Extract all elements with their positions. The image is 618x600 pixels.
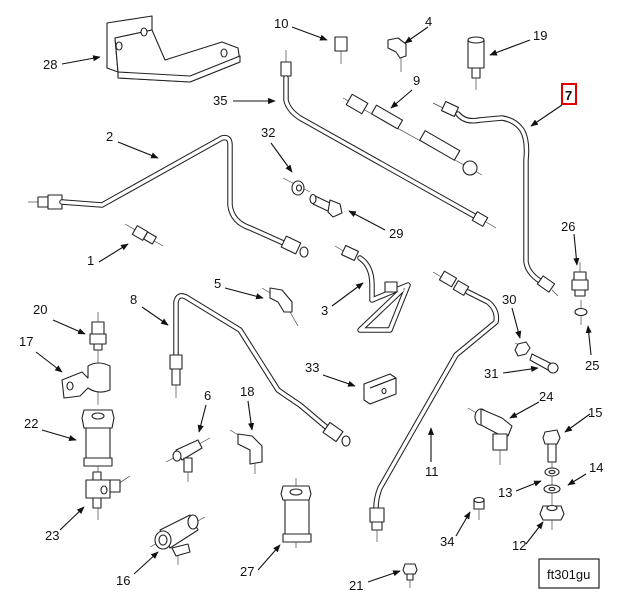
part-12-nut xyxy=(539,504,565,521)
part-25-oring xyxy=(574,300,588,325)
callout-15[interactable]: 15 xyxy=(588,405,602,420)
callout-35[interactable]: 35 xyxy=(213,93,227,108)
part-14-washer xyxy=(543,484,561,494)
part-27-coupling xyxy=(280,478,312,548)
callout-20[interactable]: 20 xyxy=(33,302,47,317)
callout-6[interactable]: 6 xyxy=(204,388,211,403)
callout-31[interactable]: 31 xyxy=(484,366,498,381)
highlight-box xyxy=(561,83,577,105)
callout-28[interactable]: 28 xyxy=(43,57,57,72)
part-1-adapter xyxy=(124,223,164,247)
callout-34[interactable]: 34 xyxy=(440,534,454,549)
figure-id-box: ft301gu xyxy=(538,558,600,589)
callout-27[interactable]: 27 xyxy=(240,564,254,579)
callout-3[interactable]: 3 xyxy=(321,303,328,318)
callout-29[interactable]: 29 xyxy=(389,226,403,241)
callout-12[interactable]: 12 xyxy=(512,538,526,553)
callout-8[interactable]: 8 xyxy=(130,292,137,307)
part-18-elbow xyxy=(229,429,263,474)
callout-23[interactable]: 23 xyxy=(45,528,59,543)
callout-9[interactable]: 9 xyxy=(413,73,420,88)
part-21-nut xyxy=(402,563,418,588)
part-7-tube xyxy=(432,100,559,297)
callout-18[interactable]: 18 xyxy=(240,384,254,399)
part-16-tee xyxy=(149,514,206,565)
callout-labels: 28 10 4 19 35 9 7 2 32 29 1 26 5 3 8 30 … xyxy=(19,14,603,593)
part-24-elbow xyxy=(467,407,513,465)
part-19-adapter xyxy=(467,36,485,90)
callout-24[interactable]: 24 xyxy=(539,389,553,404)
callout-32[interactable]: 32 xyxy=(261,125,275,140)
part-15-bolt xyxy=(542,429,561,463)
part-5-elbow xyxy=(261,287,299,327)
figure-id: ft301gu xyxy=(547,567,590,582)
part-6-tee xyxy=(165,437,211,482)
part-33-block xyxy=(363,373,397,405)
callout-26[interactable]: 26 xyxy=(561,219,575,234)
part-29-bolt xyxy=(309,193,343,218)
part-34-sleeve xyxy=(473,496,485,520)
part-26-adapter xyxy=(571,262,589,297)
callout-5[interactable]: 5 xyxy=(214,276,221,291)
leader-lines xyxy=(35,26,592,583)
callout-33[interactable]: 33 xyxy=(305,360,319,375)
part-4-elbow xyxy=(387,37,407,72)
part-3-coiled-tube xyxy=(334,244,411,333)
part-32-washer xyxy=(282,177,311,196)
part-8-tube xyxy=(169,293,351,447)
callout-1[interactable]: 1 xyxy=(87,253,94,268)
callout-21[interactable]: 21 xyxy=(349,578,363,593)
part-35-tube xyxy=(280,50,497,229)
part-23-tee xyxy=(85,466,131,520)
callout-19[interactable]: 19 xyxy=(533,28,547,43)
callout-16[interactable]: 16 xyxy=(116,573,130,588)
callout-25[interactable]: 25 xyxy=(585,358,599,373)
part-2-tube xyxy=(28,134,309,258)
callout-10[interactable]: 10 xyxy=(274,16,288,31)
callout-22[interactable]: 22 xyxy=(24,416,38,431)
part-31-screw xyxy=(529,353,559,374)
callout-11[interactable]: 11 xyxy=(425,464,439,479)
part-9-hose xyxy=(342,93,483,176)
callout-17[interactable]: 17 xyxy=(19,334,33,349)
callout-2[interactable]: 2 xyxy=(106,129,113,144)
part-11-tube xyxy=(369,270,500,542)
callout-13[interactable]: 13 xyxy=(498,485,512,500)
part-22-coupling xyxy=(81,409,115,467)
part-28-bracket xyxy=(106,15,241,83)
callout-30[interactable]: 30 xyxy=(502,292,516,307)
callout-4[interactable]: 4 xyxy=(425,14,432,29)
part-20-adapter xyxy=(89,312,107,351)
part-17-clamp xyxy=(61,350,111,405)
callout-14[interactable]: 14 xyxy=(589,460,603,475)
part-30-nut xyxy=(514,341,531,357)
callout-7[interactable]: 7 xyxy=(565,88,572,103)
part-10-nut xyxy=(334,36,348,64)
